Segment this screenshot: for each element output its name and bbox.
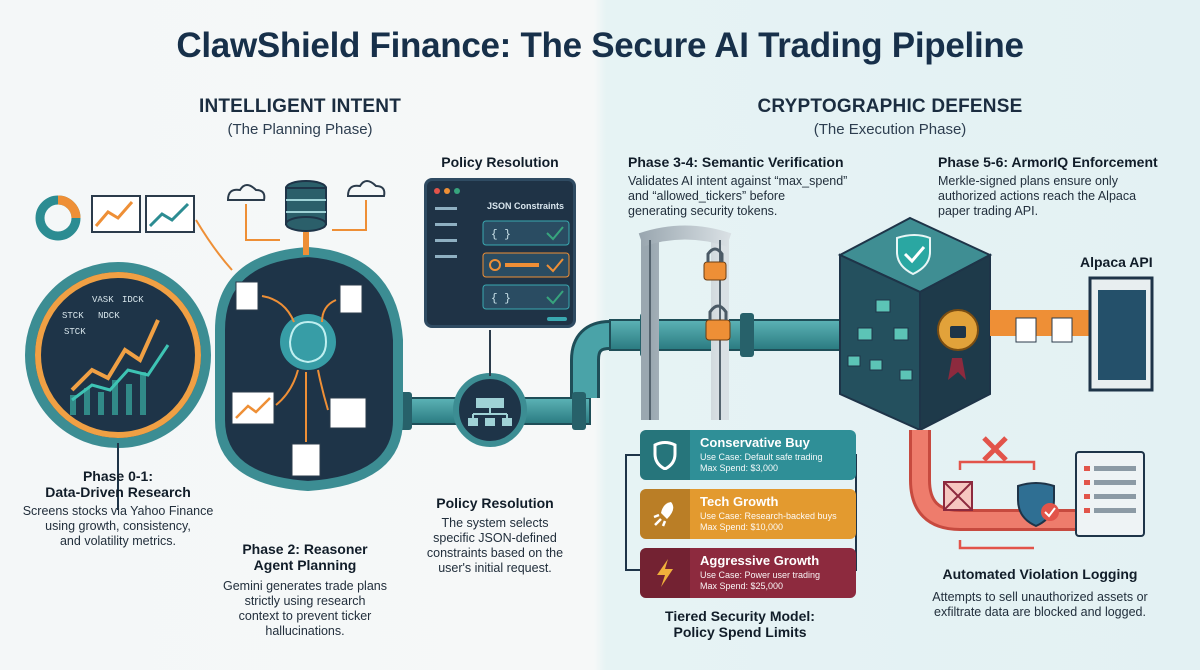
line-chart-icon [145,195,195,233]
page-title: ClawShield Finance: The Secure AI Tradin… [176,26,1024,65]
phase01-body-line: using growth, consistency, [45,519,191,533]
tier-caption: Tiered Security Model: Policy Spend Limi… [620,608,860,640]
phase01-body-line: Screens stocks via Yahoo Finance [22,504,214,518]
bar-chart-icon [91,195,141,233]
padlock-icon [703,247,731,341]
cloud-icon [226,180,386,201]
violation-title: Automated Violation Logging [942,566,1138,582]
json-constraints-panel: JSON Constraints { } { } [424,178,576,328]
tier-bracket [625,454,640,571]
policy-top-title: Policy Resolution [441,154,559,170]
log-panel [1075,451,1145,537]
phase56-body-line: paper trading API. [938,204,1039,218]
svg-text:VASK: VASK [92,295,114,305]
violation-label: Automated Violation Logging Attempts to … [900,566,1180,620]
phase01-body-line: and volatility metrics. [59,534,176,548]
phase34-body-line: and “allowed_tickers” before [628,189,786,203]
phase56-body-line: Merkle-signed plans ensure only [938,174,1118,188]
svg-text:STCK: STCK [62,311,84,321]
policy-body-line: The system selects [441,516,549,530]
tier-caption-line: Tiered Security Model: [665,608,815,624]
tier-card-conservative: Conservative Buy Use Case: Default safe … [640,430,856,480]
right-section-heading: CRYPTOGRAPHIC DEFENSE [757,96,1023,117]
tier-name: Aggressive Growth [700,553,820,568]
phase2-body-line: strictly using research [244,594,366,608]
svg-text:NDCK: NDCK [98,311,120,321]
svg-text:{ }: { } [491,293,511,305]
tier-max-spend: Max Spend: $3,000 [700,463,779,473]
rocket-icon [640,489,690,539]
lightning-icon [640,548,690,598]
policy-bottom-label: Policy Resolution The system selects spe… [420,495,570,576]
tier-name: Tech Growth [700,494,779,509]
phase34-body-line: Validates AI intent against “max_spend” [628,174,848,188]
tier-card-tech-growth: Tech Growth Use Case: Research-backed bu… [640,489,856,539]
alpaca-api-monitor [1088,276,1154,392]
phase34-title: Phase 3-4: Semantic Verification [628,154,844,170]
violation-body-line: exfiltrate data are blocked and logged. [934,605,1146,619]
shield-icon [640,430,690,480]
phase56-label: Phase 5-6: ArmorIQ Enforcement Merkle-si… [938,154,1188,219]
left-section-subheading: (The Planning Phase) [227,121,373,138]
phase34-body-line: generating security tokens. [628,204,778,218]
violation-pipe [909,430,1080,550]
phase01-subtitle: Data-Driven Research [45,484,191,500]
phase56-body-line: authorized actions reach the Alpaca [938,189,1137,203]
policy-body-line: constraints based on the [426,546,564,560]
policy-body-line: user's initial request. [438,561,552,575]
tier-use-case: Use Case: Power user trading [700,570,821,580]
policy-node [453,330,527,447]
policy-body-line: specific JSON-defined [433,531,557,545]
tier-max-spend: Max Spend: $10,000 [700,522,784,532]
right-section-subheading: (The Execution Phase) [813,121,967,138]
json-rows: { } { } [434,188,570,321]
svg-text:{ }: { } [491,229,511,241]
database-icon [285,180,327,255]
left-section-heading: INTELLIGENT INTENT [198,96,402,117]
alpaca-api-label: Alpaca API [1080,254,1153,270]
policy-bottom-title: Policy Resolution [436,495,554,511]
armoriq-cube [837,216,993,432]
tier-use-case: Use Case: Default safe trading [700,452,823,462]
phase01-label: Phase 0-1: Data-Driven Research Screens … [8,468,228,549]
phase56-title: Phase 5-6: ArmorIQ Enforcement [938,154,1158,170]
tier-card-aggressive: Aggressive Growth Use Case: Power user t… [640,548,856,598]
phase2-title: Phase 2: Reasoner [242,541,368,557]
violation-body-line: Attempts to sell unauthorized assets or [932,590,1148,604]
json-panel-label: JSON Constraints [487,201,565,211]
phase2-subtitle: Agent Planning [253,557,357,573]
tier-caption-line: Policy Spend Limits [673,624,807,640]
svg-text:STCK: STCK [64,327,86,337]
phase2-body-line: Gemini generates trade plans [223,579,387,593]
svg-text:IDCK: IDCK [122,295,144,305]
phase01-title: Phase 0-1: [82,468,154,484]
phase2-body-line: hallucinations. [265,624,345,638]
reasoner-hub [215,246,403,492]
tier-name: Conservative Buy [700,435,810,450]
phase34-label: Phase 3-4: Semantic Verification Validat… [628,154,898,219]
tier-max-spend: Max Spend: $25,000 [700,581,784,591]
research-circle: VASK IDCK STCK NDCK STCK [25,262,211,510]
phase2-body-line: context to prevent ticker [238,609,372,623]
phase2-label: Phase 2: Reasoner Agent Planning Gemini … [200,541,410,639]
donut-chart-icon [35,195,81,241]
tier-use-case: Use Case: Research-backed buys [700,511,837,521]
